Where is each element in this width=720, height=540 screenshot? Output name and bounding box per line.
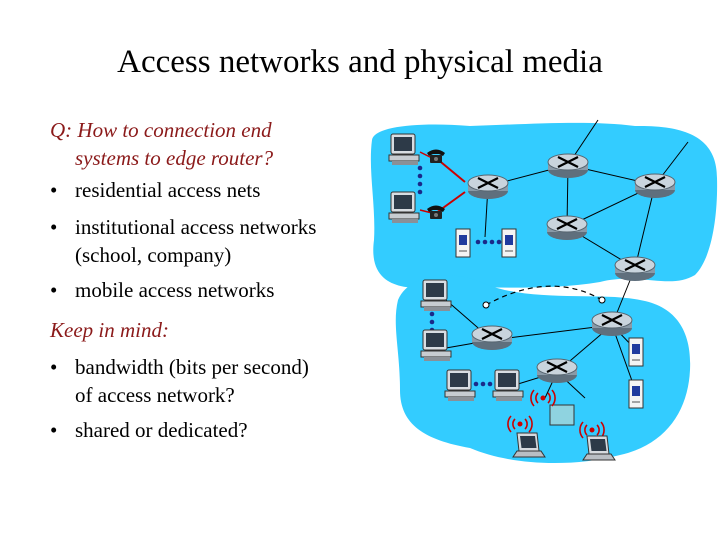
list-item-bandwidth: bandwidth (bits per second) bbox=[75, 355, 309, 379]
keep-in-mind-heading: Keep in mind: bbox=[50, 318, 169, 342]
pc-icon bbox=[388, 191, 420, 224]
question-line-1: Q: How to connection end bbox=[50, 118, 272, 142]
bullet-marker: • bbox=[50, 355, 58, 379]
list-item-institutional-detail: (school, company) bbox=[75, 243, 232, 267]
router-icon bbox=[546, 152, 590, 180]
access-point-icon bbox=[549, 404, 575, 426]
router-icon bbox=[545, 214, 589, 242]
router-icon bbox=[613, 255, 657, 283]
list-item-shared: shared or dedicated? bbox=[75, 418, 248, 442]
network-diagram bbox=[370, 119, 718, 464]
list-item-mobile: mobile access networks bbox=[75, 278, 275, 302]
dashed-link bbox=[485, 285, 603, 306]
pc-icon bbox=[444, 369, 476, 402]
pc-icon bbox=[388, 133, 420, 166]
pc-icon bbox=[420, 279, 452, 312]
bullet-marker: • bbox=[50, 215, 58, 239]
slide-title: Access networks and physical media bbox=[117, 44, 603, 80]
server-icon bbox=[455, 228, 471, 258]
router-icon bbox=[470, 324, 514, 352]
bullet-marker: • bbox=[50, 418, 58, 442]
router-icon bbox=[466, 173, 510, 201]
network-cloud-top bbox=[370, 122, 718, 288]
router-icon bbox=[590, 310, 634, 338]
link bbox=[634, 184, 656, 269]
router-icon bbox=[633, 172, 677, 200]
question-line-2: systems to edge router? bbox=[75, 146, 274, 170]
bullet-marker: • bbox=[50, 278, 58, 302]
list-item-bandwidth-detail: of access network? bbox=[75, 383, 235, 407]
router-icon bbox=[535, 357, 579, 385]
list-item-residential: residential access nets bbox=[75, 178, 261, 202]
pc-icon bbox=[492, 369, 524, 402]
server-icon bbox=[628, 379, 644, 409]
server-icon bbox=[501, 228, 517, 258]
server-icon bbox=[628, 337, 644, 367]
list-item-institutional: institutional access networks bbox=[75, 215, 317, 239]
pc-icon bbox=[420, 329, 452, 362]
bullet-marker: • bbox=[50, 178, 58, 202]
